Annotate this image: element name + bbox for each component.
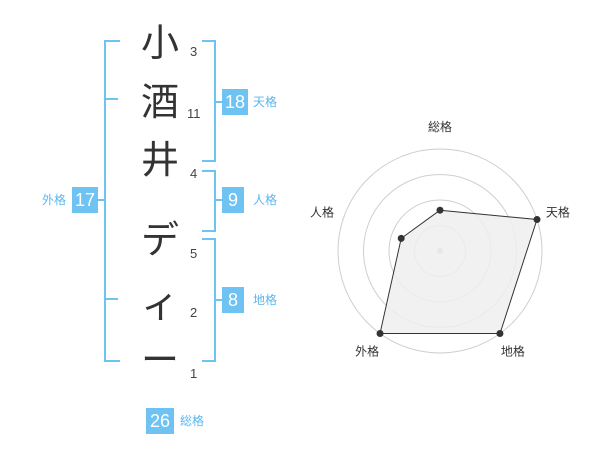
connector-line [214,199,222,201]
jinkaku-label: 人格 [253,193,278,207]
radar-point [496,330,504,338]
bracket-tick [104,98,118,100]
connector-line [214,299,222,301]
radar-axis-label: 総格 [428,119,452,134]
connector-line [98,199,106,201]
gaikaku-bracket [104,40,120,362]
chikaku-label: 地格 [253,293,278,307]
gaikaku-value: 17 [72,187,98,213]
soukaku-label: 総格 [180,414,205,428]
name-char-2: 酒 [140,80,179,124]
radar-axis-label: 外格 [355,343,379,358]
radar-axis-label: 地格 [501,343,525,358]
radar-points [376,206,541,338]
stroke-count-2: 11 [187,106,201,121]
connector-line [214,101,222,103]
chikaku-value: 8 [222,287,244,313]
name-char-4: デ [140,218,179,262]
jinkaku-bracket [202,170,216,232]
radar-ring [337,148,543,354]
jinkaku-value: 9 [222,187,244,213]
name-char-5: ィ [140,282,179,326]
stroke-count-4: 5 [190,246,198,261]
name-char-3: 井 [140,138,179,182]
radar-axis-label: 人格 [310,205,334,220]
radar-point [376,330,384,338]
radar-point [397,234,405,242]
name-char-6: ー [140,338,179,382]
radar-point [533,215,541,223]
radar-axis-label: 天格 [546,205,570,220]
tenkaku-value: 18 [222,89,248,115]
stroke-count-5: 2 [190,305,198,320]
bracket-tick [104,298,118,300]
gaikaku-label: 外格 [42,193,67,207]
name-char-1: 小 [140,21,179,65]
stroke-count-1: 3 [190,44,198,59]
stroke-count-6: 1 [190,366,198,381]
stroke-count-3: 4 [190,166,198,181]
soukaku-value: 26 [146,408,174,434]
radar-point [436,206,444,214]
tenkaku-label: 天格 [253,95,278,109]
radar-polygon [379,209,538,334]
